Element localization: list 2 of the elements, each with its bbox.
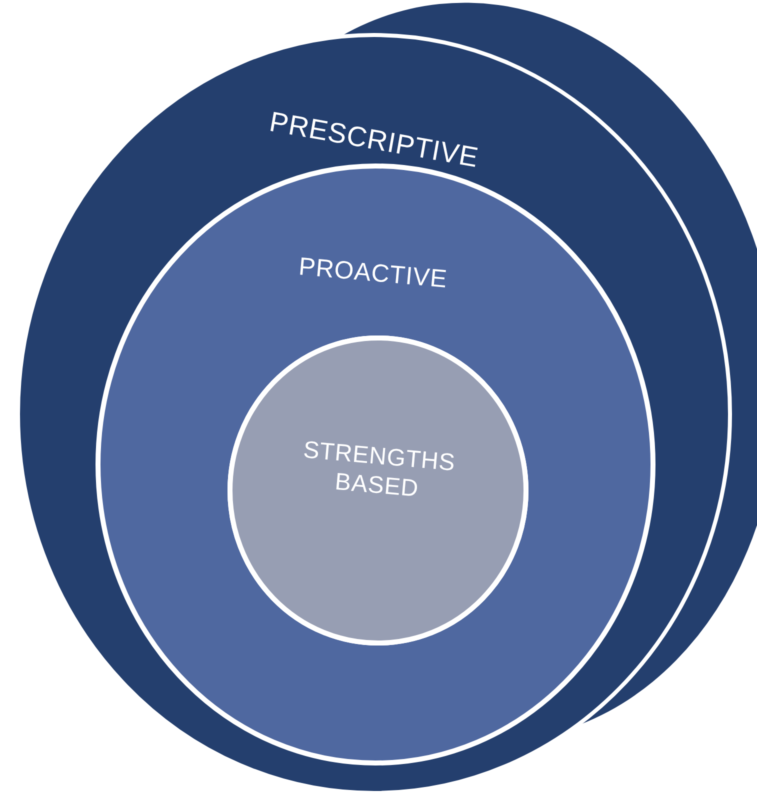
ring-label: STRENGTHS BASED	[301, 435, 458, 504]
ring-label: PROACTIVE	[296, 252, 450, 296]
